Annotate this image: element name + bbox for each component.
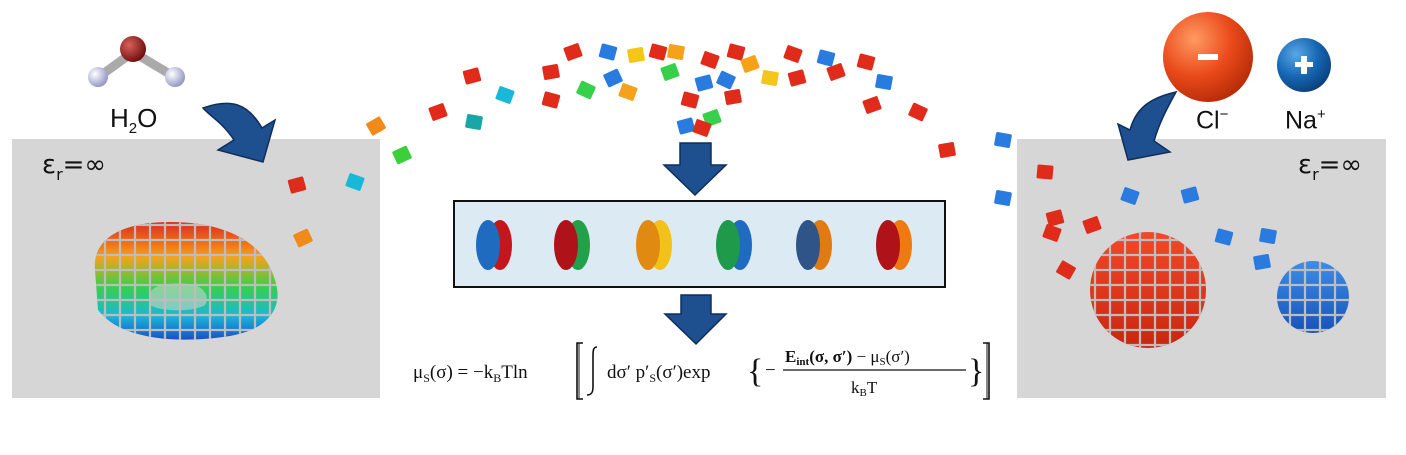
chloride-label: Cl− [1196, 106, 1228, 135]
surface-segment [724, 88, 742, 106]
water-label-o: O [137, 103, 158, 133]
surface-segment [576, 80, 596, 100]
surface-segment [1214, 228, 1234, 246]
surface-segment [680, 91, 700, 109]
surface-segment [627, 46, 645, 64]
surface-segment [648, 43, 668, 61]
surface-segment [702, 109, 722, 127]
svg-text:−: − [765, 360, 776, 381]
svg-text:Eint(σ, σ′) − μS(σ′): Eint(σ, σ′) − μS(σ′) [785, 347, 910, 368]
down-arrow-bottom [663, 294, 728, 346]
down-arrow-top [662, 142, 728, 197]
surface-segment [293, 228, 313, 248]
surface-segment [726, 43, 746, 61]
chloride-charge: − [1219, 106, 1229, 123]
surface-segment [541, 91, 561, 109]
surface-segment [1082, 216, 1102, 234]
water-molecule [88, 36, 185, 87]
chloride-cavity [1090, 232, 1206, 348]
surface-segment [1180, 186, 1200, 204]
surface-segments [287, 43, 1277, 280]
ions-to-cavity-arrow [1116, 90, 1178, 161]
segment-pair-box [453, 200, 946, 288]
svg-text:}: } [968, 353, 984, 390]
segment-pair [716, 220, 752, 270]
epsilon-subscript: r [56, 165, 63, 184]
surface-segment [1120, 187, 1140, 205]
surface-segment [875, 73, 893, 91]
epsilon-value: =∞ [62, 150, 107, 180]
surface-segment [761, 69, 779, 87]
sodium-label: Na+ [1285, 106, 1326, 135]
surface-segment [563, 43, 583, 61]
surface-segment [618, 83, 638, 101]
svg-text:{: { [747, 353, 763, 390]
sodium-charge: + [1316, 106, 1326, 123]
surface-segment [345, 173, 365, 191]
surface-segment [787, 69, 807, 87]
surface-segment [462, 67, 482, 85]
surface-segment [826, 63, 846, 81]
water-label-h: H [110, 103, 129, 133]
segment-pair [554, 220, 590, 270]
segment-pair [876, 220, 912, 270]
segment-pair [796, 220, 832, 270]
sodium-label-text: Na [1285, 106, 1317, 135]
surface-segment [1056, 260, 1076, 280]
segment-pair [476, 220, 512, 270]
surface-segment [287, 176, 307, 194]
surface-segment [603, 68, 623, 88]
surface-segment [994, 131, 1012, 149]
surface-segment [938, 141, 956, 159]
segment-pairs [476, 220, 912, 270]
chemical-potential-formula: μS(σ) = −kBTln dσ′ p′S(σ′)exp { − Eint(σ… [411, 335, 1011, 405]
surface-segment [428, 103, 448, 121]
surface-segment [740, 55, 760, 73]
surface-segment [465, 113, 483, 131]
surface-segment [700, 51, 720, 69]
water-to-cavity-arrow [201, 102, 277, 163]
left-epsilon-label: εr=∞ [42, 150, 107, 184]
water-cavity [94, 222, 278, 340]
surface-segment [660, 63, 680, 81]
surface-segment [692, 119, 712, 137]
surface-segment [862, 96, 882, 114]
sodium-cavity [1277, 261, 1349, 333]
surface-segment [716, 70, 736, 90]
chloride-ion [1163, 12, 1253, 102]
surface-segment [694, 74, 714, 92]
epsilon-value: =∞ [1318, 150, 1363, 180]
surface-segment [856, 53, 876, 71]
surface-segment [1259, 227, 1277, 245]
surface-segment [542, 63, 560, 81]
right-epsilon-label: εr=∞ [1298, 150, 1363, 184]
chloride-label-text: Cl [1196, 106, 1220, 135]
svg-text:μS(σ) = −kBTln: μS(σ) = −kBTln [413, 362, 528, 385]
surface-segment [908, 102, 928, 122]
surface-segment [783, 45, 803, 63]
surface-segment [392, 145, 412, 165]
surface-segment [816, 49, 836, 67]
segment-pair [636, 220, 672, 270]
epsilon-subscript: r [1312, 165, 1319, 184]
surface-segment [994, 189, 1012, 207]
epsilon-symbol: ε [1298, 150, 1313, 180]
surface-segment [366, 116, 386, 136]
epsilon-symbol: ε [42, 150, 57, 180]
surface-segment [667, 43, 685, 61]
surface-segment [598, 43, 618, 61]
surface-segment [1036, 164, 1054, 180]
water-label-sub: 2 [128, 120, 138, 138]
surface-segment [495, 86, 515, 104]
svg-text:kBT: kBT [851, 378, 878, 399]
water-label: H2O [110, 103, 157, 137]
surface-segment [676, 117, 696, 135]
surface-segment [1045, 209, 1065, 227]
svg-text:dσ′ p′S(σ′)exp: dσ′ p′S(σ′)exp [607, 362, 711, 385]
surface-segment [1042, 224, 1062, 242]
sodium-ion [1277, 38, 1331, 92]
surface-segment [1253, 253, 1271, 271]
